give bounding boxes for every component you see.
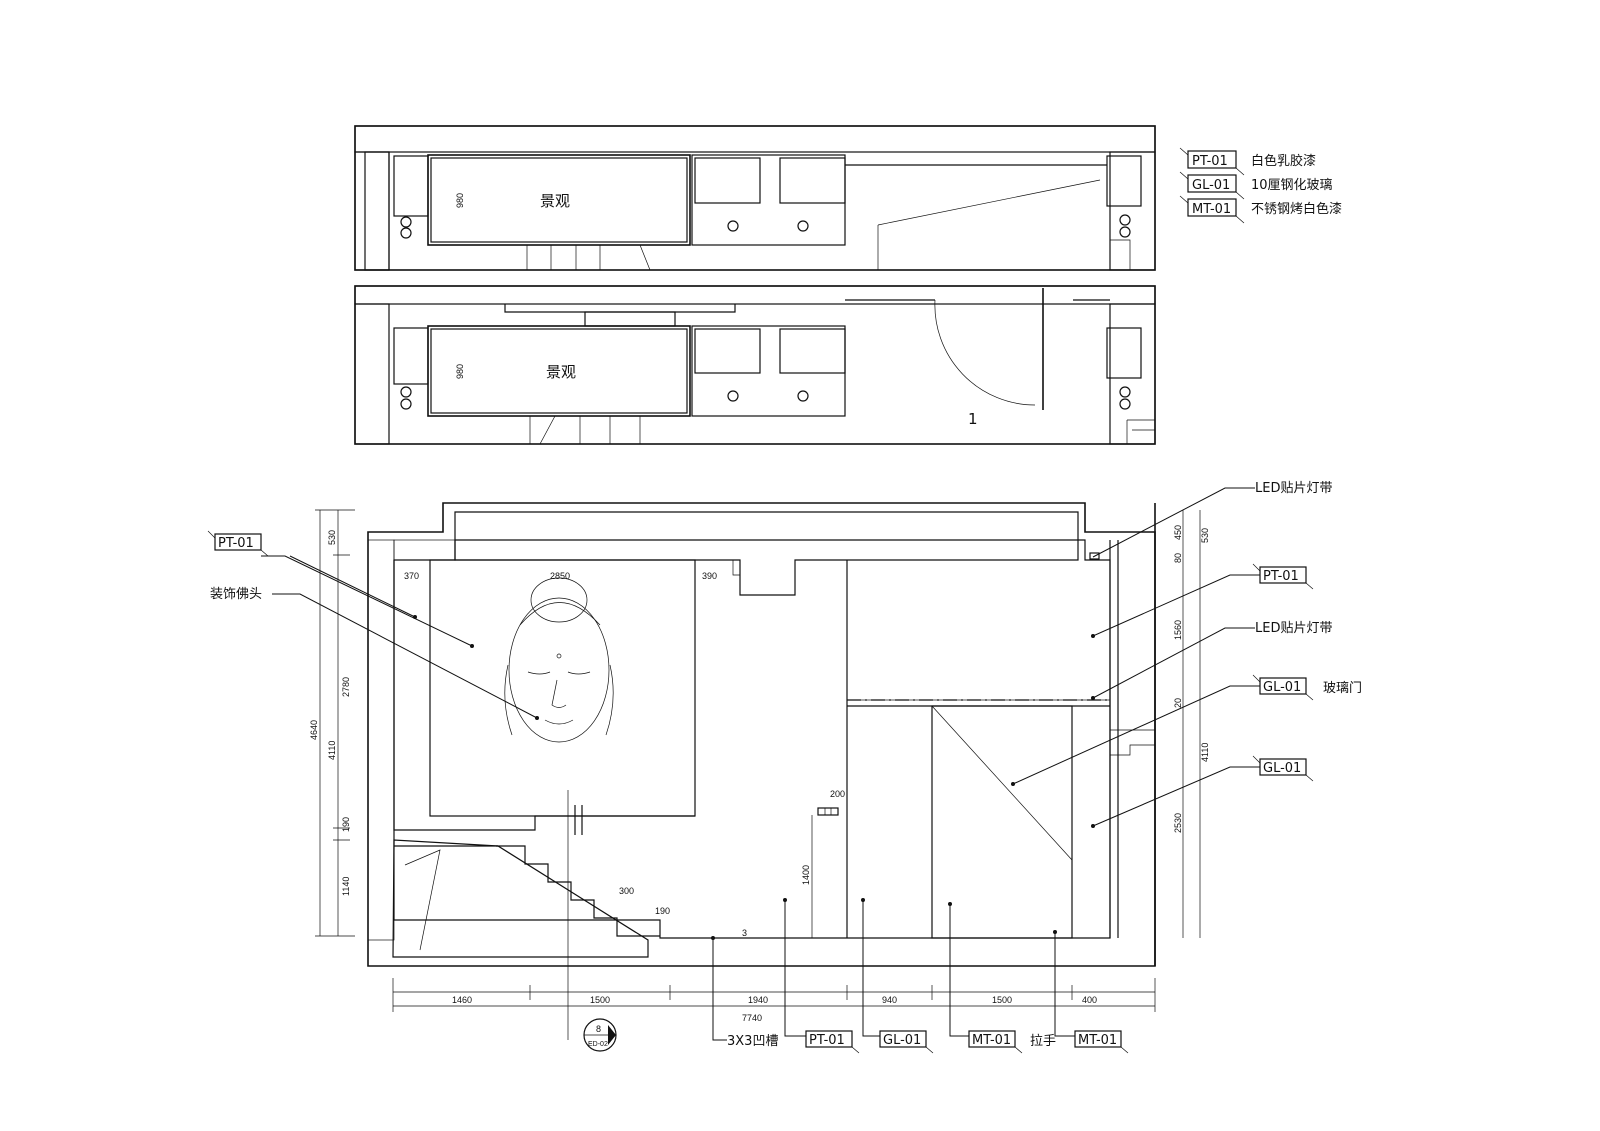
section-marker: 8 ED-02 — [583, 1018, 617, 1052]
plan-top-landscape-label: 景观 — [540, 192, 570, 210]
tag-gl01: GL-01 — [1263, 761, 1301, 776]
tag-gl01-bottom: GL-01 — [883, 1033, 921, 1048]
legend-item-gl01: GL-01 10厘钢化玻璃 — [1179, 171, 1333, 200]
dim-300: 300 — [619, 886, 634, 896]
tag-pt01-bottom: PT-01 — [809, 1033, 845, 1048]
tag-mt01-b: MT-01 — [1078, 1033, 1117, 1048]
dim-4640: 4640 — [309, 720, 319, 740]
dim-450: 450 — [1173, 525, 1183, 540]
section-marker-number: 8 — [596, 1024, 601, 1034]
dim-2780: 2780 — [341, 677, 351, 697]
dim-1500-a: 1500 — [590, 995, 610, 1005]
legend-code: GL-01 — [1192, 178, 1230, 193]
label-glass-door: 玻璃门 — [1323, 681, 1362, 696]
legend-desc: 白色乳胶漆 — [1251, 153, 1316, 169]
dim-530-left: 530 — [327, 530, 337, 545]
section-marker-ref: ED-02 — [588, 1041, 608, 1048]
label-led1: LED贴片灯带 — [1255, 481, 1332, 496]
dim-1500-b: 1500 — [992, 995, 1012, 1005]
plan-middle: 景观 980 1 — [354, 285, 1156, 445]
dim-940: 940 — [882, 995, 897, 1005]
legend-code: PT-01 — [1192, 154, 1228, 169]
dim-190-left: 190 — [341, 817, 351, 832]
right-callouts: LED贴片灯带 PT-01 LED贴片灯带 GL-01 玻璃门 GL-01 — [1011, 481, 1362, 828]
dim-1400: 1400 — [801, 865, 811, 885]
tag-gl01-door: GL-01 — [1263, 680, 1301, 695]
left-callouts: PT-01 装饰佛头 — [207, 530, 539, 720]
tag-pt01-right: PT-01 — [1263, 569, 1299, 584]
label-handle: 拉手 — [1030, 1034, 1056, 1049]
dim-7740: 7740 — [742, 1013, 762, 1023]
plan-middle-landscape-label: 景观 — [546, 363, 576, 381]
tag-pt01-left: PT-01 — [218, 536, 254, 551]
dim-530-right: 530 — [1200, 528, 1210, 543]
tag-buddha: 装饰佛头 — [210, 587, 262, 602]
tag-groove: 3X3凹槽 — [727, 1034, 778, 1049]
dim-80: 80 — [1173, 553, 1183, 563]
buddha-head — [504, 577, 614, 743]
legend-item-mt01: MT-01 不锈钢烤白色漆 — [1179, 195, 1342, 224]
dim-1460: 1460 — [452, 995, 472, 1005]
plan-top-dim-980: 980 — [455, 193, 465, 208]
dim-400: 400 — [1082, 995, 1097, 1005]
legend-desc: 不锈钢烤白色漆 — [1251, 201, 1342, 217]
dim-370: 370 — [404, 571, 419, 581]
label-led2: LED贴片灯带 — [1255, 621, 1332, 636]
dim-1940: 1940 — [748, 995, 768, 1005]
legend-desc: 10厘钢化玻璃 — [1251, 178, 1333, 193]
elevation-main — [367, 502, 1156, 1040]
plan-door-number: 1 — [968, 410, 978, 428]
dim-2850: 2850 — [550, 571, 570, 581]
dim-200: 200 — [830, 789, 845, 799]
tag-mt01-a: MT-01 — [972, 1033, 1011, 1048]
dim-4110-left: 4110 — [327, 741, 337, 760]
dim-190-stair: 190 — [655, 906, 670, 916]
dim-20: 20 — [1173, 698, 1183, 708]
dim-4110-right: 4110 — [1200, 743, 1210, 762]
plan-middle-dim-980: 980 — [455, 364, 465, 379]
material-legend: PT-01 白色乳胶漆 GL-01 10厘钢化玻璃 MT-01 不锈钢烤白色漆 — [1179, 147, 1342, 224]
legend-code: MT-01 — [1192, 202, 1231, 217]
dim-390: 390 — [702, 571, 717, 581]
bottom-callouts: 3X3凹槽 PT-01 GL-01 MT-01 拉手 MT-01 — [711, 898, 1129, 1054]
plan-top: 景观 980 — [354, 125, 1156, 271]
dim-1140: 1140 — [341, 877, 351, 896]
dim-3: 3 — [742, 928, 747, 938]
dim-2530: 2530 — [1173, 813, 1183, 833]
legend-item-pt01: PT-01 白色乳胶漆 — [1179, 147, 1316, 176]
elevation-dimensions: 4640 4110 530 2780 190 1140 450 530 80 1… — [309, 509, 1210, 1023]
dim-1560: 1560 — [1173, 620, 1183, 640]
